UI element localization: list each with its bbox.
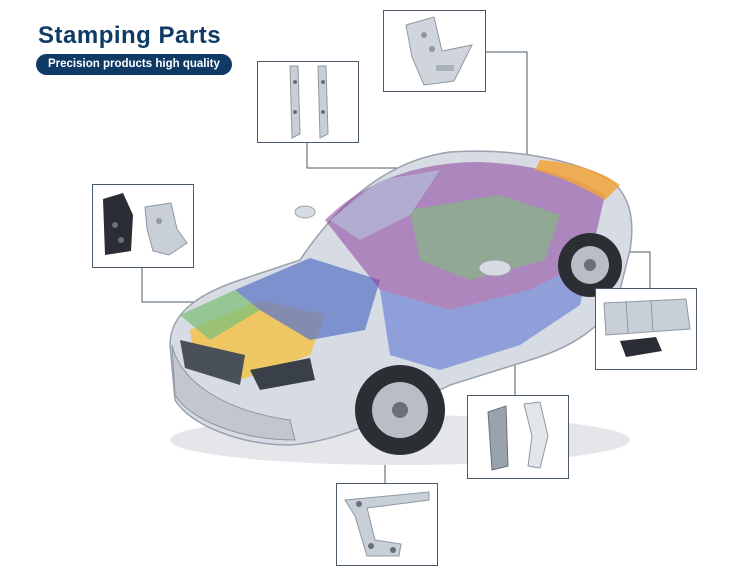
page-title: Stamping Parts [38,22,222,49]
part-box-hinge [336,483,438,566]
part-box-bracket-plate [383,10,486,92]
pillar-icon [487,401,549,471]
part-box-floor-panel [595,288,697,370]
part-box-rail-pair [257,61,359,143]
part-box-pillar [467,395,569,479]
long-rails-icon [289,65,329,139]
mount-bracket-icon [103,193,188,256]
part-box-mount-bracket [92,184,194,268]
hinge-icon [344,491,430,557]
subtitle-badge: Precision products high quality [36,54,232,75]
bent-bracket-icon [405,16,473,86]
floor-panel-icon [603,298,691,357]
connector-line-top-right [486,51,528,155]
